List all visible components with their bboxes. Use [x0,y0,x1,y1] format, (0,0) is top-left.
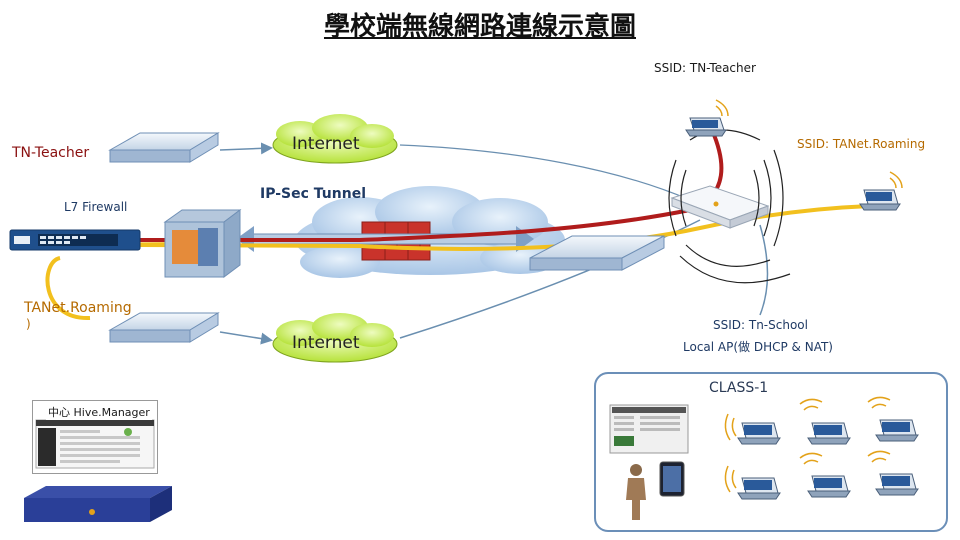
laptop-teacher-icon [685,117,727,137]
hivemanager-appliance-icon [24,486,172,522]
laptop-roaming-icon [859,189,901,211]
tanet-roaming-paren: ) [26,317,31,331]
internet-label-top: Internet [292,134,360,154]
link-internet-ap-top [399,144,691,201]
page-title: 學校端無線網路連線示意圖 [323,12,636,42]
ssid-school-label: SSID: Tn-School [713,318,808,332]
l7-firewall-label: L7 Firewall [64,200,128,214]
person-icon [626,464,646,520]
ipsec-tunnel-label: IP-Sec Tunnel [260,186,366,202]
laptop-teacher-wave-icon [715,99,729,117]
hivemanager-box [32,400,158,474]
link-ap-local [759,224,769,316]
class-screenshot-icon [609,404,689,454]
class-1-box [594,372,948,532]
local-ap-label: Local AP(做 DHCP & NAT) [683,340,833,354]
class-1-label: CLASS-1 [709,380,769,396]
class-laptop-icon [807,422,851,445]
class-laptop-icon [807,475,851,498]
internet-label-bottom: Internet [292,333,360,353]
switch-top-icon [108,132,220,163]
switch-center-icon [529,235,665,271]
tablet-icon [659,461,685,497]
roaming-path [45,204,871,321]
switch-bottom-icon [108,312,220,343]
link-switch-internet-bottom [219,331,273,345]
ap-wave-icon [668,129,791,284]
class-laptop-icon [737,477,781,500]
tanet-roaming-label: TANet.Roaming [24,300,132,316]
hivemanager-screenshot-icon [35,419,155,469]
class-laptop-icon [875,473,919,496]
internet-cloud-bottom [272,313,398,363]
tn-teacher-label: TN-Teacher [12,145,90,161]
teacher-path [60,129,724,242]
internet-cloud-top [272,114,398,164]
class-laptop-icon [875,419,919,442]
laptop-roaming-wave-icon [889,171,903,189]
ssid-teacher-label: SSID: TN-Teacher [654,61,756,75]
firewall-server-icon [163,209,242,278]
link-switch-internet-top [219,142,273,155]
hivemanager-label: 中心 Hive.Manager [46,404,152,420]
class-laptop-icon [737,422,781,445]
l7-firewall-device-icon [9,229,141,251]
access-point-icon [670,185,770,229]
class-laptops [737,419,919,500]
ssid-roaming-label: SSID: TANet.Roaming [797,137,926,151]
class-wave-icons [724,396,891,493]
